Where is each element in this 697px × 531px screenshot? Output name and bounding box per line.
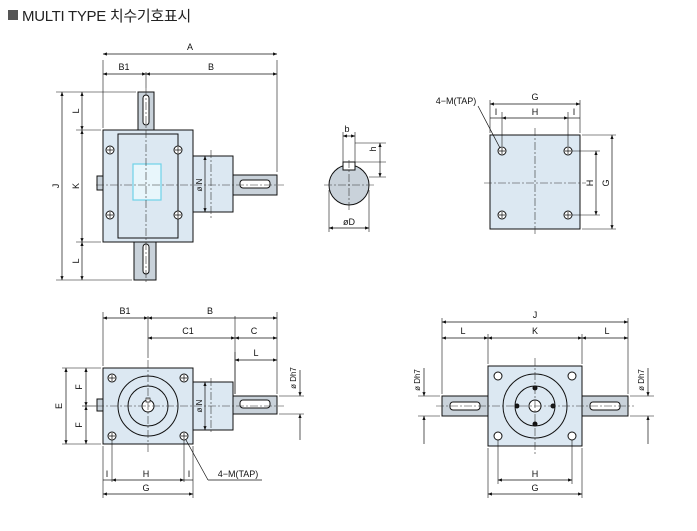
view-top-left: A B1 B J L K L ø N [51, 42, 284, 284]
dim-H-right-label: H [532, 469, 539, 479]
dim-I-left-label: I [495, 107, 498, 117]
dim-b-label: b [344, 124, 349, 134]
view-shaft-section: b h øD [324, 124, 386, 232]
dim-Dh7-front-label: ø Dh7 [289, 367, 298, 389]
dim-I-right-label: I [573, 107, 576, 117]
dim-C-label: C [251, 326, 258, 336]
dim-C1-label: C1 [182, 326, 194, 336]
dim-J-right-label: J [533, 310, 538, 320]
dim-G-front-label: G [142, 483, 149, 493]
dim-Dh7-right-label: ø Dh7 [637, 369, 646, 391]
tap-front-label: 4−M(TAP) [218, 469, 259, 479]
dim-B1-label: B1 [118, 62, 129, 72]
dim-L-right-label: L [604, 326, 609, 336]
dim-B-front-label: B [207, 306, 213, 316]
side-housing [192, 155, 234, 213]
bullet-square-icon [8, 10, 18, 20]
dim-I-front-right-label: I [188, 469, 191, 479]
dim-H-vertical-label: H [585, 180, 595, 187]
bolt-icons [105, 145, 183, 220]
dim-B1-front-label: B1 [119, 306, 130, 316]
tap-hole-icons [497, 146, 573, 220]
tap-label: 4−M(TAP) [436, 96, 477, 106]
front-bolt-icons [107, 373, 189, 441]
dim-G-label: G [531, 92, 538, 102]
view-bottom-right: J L K L H G ø Dh7 ø Dh7 [413, 310, 654, 498]
dim-I-front-left-label: I [106, 469, 109, 479]
page-title: MULTI TYPE 치수기호표시 [22, 7, 191, 25]
dim-N-front-label: ø N [195, 399, 204, 412]
dim-N-label: ø N [195, 178, 204, 191]
dim-H-front-label: H [143, 469, 150, 479]
view-top-right: G H I I G H 4−M(TAP) [436, 92, 616, 236]
dim-K-right-label: K [532, 326, 538, 336]
dim-h-label: h [368, 146, 378, 151]
keyway-highlight [132, 163, 162, 201]
view-bottom-left: B1 B C1 C L E F F ø N ø Dh7 H I I G 4−M(… [54, 306, 304, 498]
dim-E-label: E [54, 403, 64, 409]
dim-H-label: H [532, 107, 539, 117]
header: MULTI TYPE 치수기호표시 [8, 4, 191, 26]
dim-F-top-label: F [74, 384, 84, 390]
dim-L-front-label: L [253, 348, 258, 358]
dim-A-label: A [187, 42, 193, 52]
dim-G-vertical-label: G [601, 179, 611, 186]
dim-Dh7-left-label: ø Dh7 [413, 369, 422, 391]
dim-K-label: K [71, 183, 81, 189]
dim-L-bottom-label: L [71, 258, 81, 263]
dim-B-label: B [208, 62, 214, 72]
dim-D-label: øD [343, 217, 355, 227]
dim-L-top-label: L [71, 108, 81, 113]
dim-F-bottom-label: F [74, 422, 84, 428]
dim-G-right-label: G [531, 483, 538, 493]
dim-J-label: J [51, 184, 61, 189]
dim-L-left-label: L [460, 326, 465, 336]
